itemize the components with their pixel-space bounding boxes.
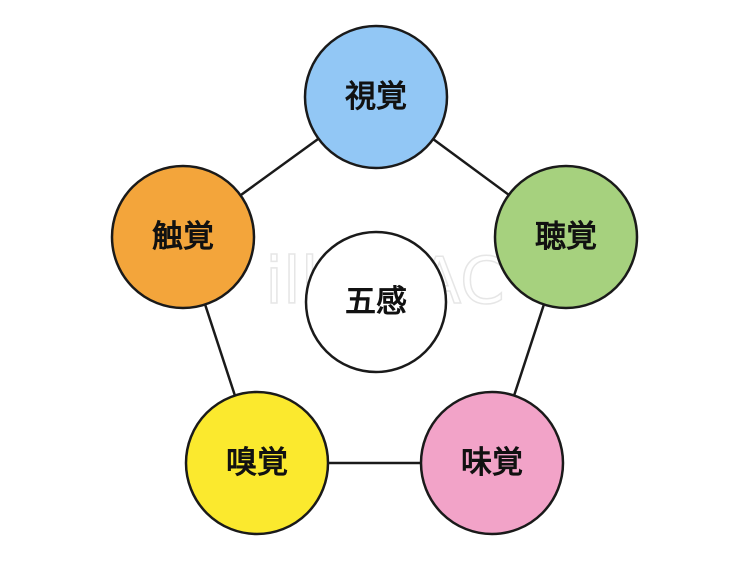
node-hearing: 聴覚 (493, 164, 639, 310)
node-sight-label: 視覚 (345, 79, 407, 115)
node-hearing-circle (493, 164, 639, 310)
node-hearing-label: 聴覚 (535, 219, 597, 255)
node-taste: 味覚 (419, 390, 565, 536)
node-touch-circle (110, 164, 256, 310)
node-smell-circle (184, 390, 330, 536)
node-touch: 触覚 (110, 164, 256, 310)
node-smell: 嗅覚 (184, 390, 330, 536)
node-smell-label: 嗅覚 (226, 445, 288, 481)
node-sight-circle (303, 24, 449, 170)
node-touch-label: 触覚 (152, 219, 214, 255)
center-circle (304, 230, 448, 374)
center-label: 五感 (345, 284, 407, 320)
node-sight: 視覚 (303, 24, 449, 170)
node-taste-circle (419, 390, 565, 536)
node-taste-label: 味覚 (461, 445, 523, 481)
